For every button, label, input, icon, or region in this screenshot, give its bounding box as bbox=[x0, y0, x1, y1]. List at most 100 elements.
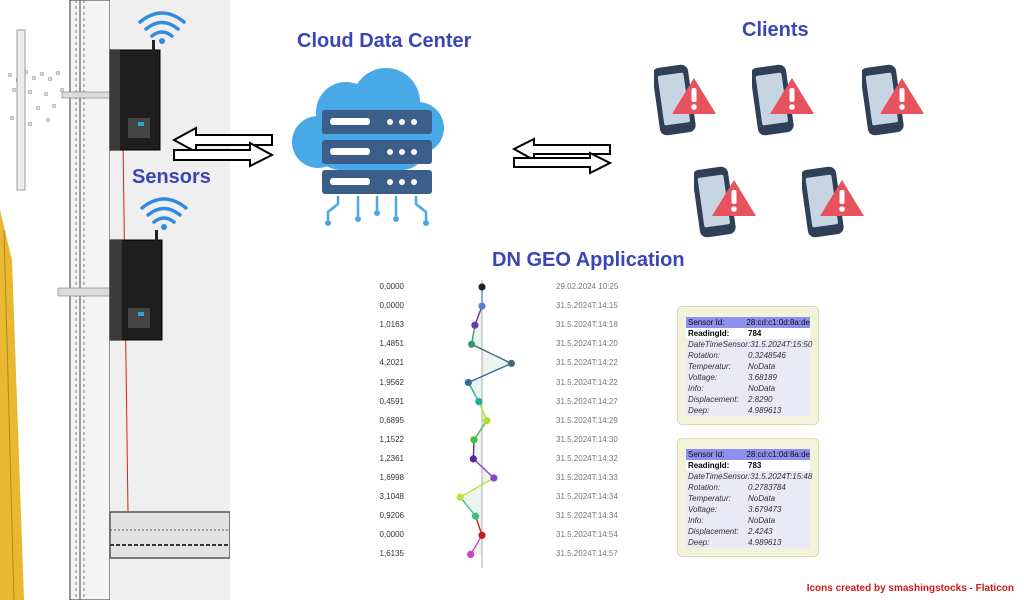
floor-slab bbox=[109, 511, 230, 559]
field-label: Info: bbox=[688, 516, 704, 525]
reading-value: 0,4591 bbox=[379, 396, 404, 406]
profile-point bbox=[456, 493, 464, 501]
cloud-title: Cloud Data Center bbox=[297, 30, 472, 52]
reading-value: 1,6998 bbox=[379, 473, 404, 482]
reading-value: 1,2361 bbox=[379, 453, 404, 463]
clients-title: Clients bbox=[742, 19, 809, 41]
field-label: Voltage: bbox=[688, 505, 718, 514]
field-label: Rotation: bbox=[688, 483, 721, 492]
field-value: 4.989613 bbox=[748, 406, 782, 415]
profile-point bbox=[478, 302, 486, 310]
field-value: NoData bbox=[748, 516, 776, 525]
field-value: 2.8290 bbox=[748, 395, 773, 404]
reading-time: 31.5.2024T:14:32 bbox=[556, 453, 618, 463]
server-rack bbox=[322, 110, 432, 194]
reading-time: 31.5.2024T:14:33 bbox=[556, 473, 618, 482]
reading-field-row: Displacement:2.4243 bbox=[686, 526, 810, 537]
field-value: NoData bbox=[748, 362, 776, 371]
field-value: 0.2783784 bbox=[748, 483, 786, 492]
profile-point bbox=[478, 283, 486, 291]
profile-point bbox=[490, 474, 498, 482]
field-value: 28:cd:c1:0d:8a:de bbox=[746, 450, 810, 459]
field-value: 784 bbox=[748, 329, 762, 338]
field-value: 3.68189 bbox=[748, 373, 777, 382]
field-value: NoData bbox=[748, 494, 776, 503]
reading-id-row: ReadingId: 783 bbox=[686, 460, 810, 471]
reading-time: 31.5.2024T:14:15 bbox=[556, 301, 618, 311]
wifi-icon bbox=[140, 197, 188, 224]
profile-point bbox=[471, 321, 479, 329]
reading-value: 0,0000 bbox=[379, 301, 404, 311]
sensor-device-2 bbox=[109, 230, 163, 341]
reading-value: 1,0163 bbox=[379, 320, 404, 330]
reading-time: 31.5.2024T:14:34 bbox=[556, 492, 618, 502]
profile-segment bbox=[472, 458, 495, 479]
profile-segment bbox=[459, 496, 477, 517]
reading-time: 31.5.2024T:14:18 bbox=[556, 320, 618, 330]
field-label: Displacement: bbox=[688, 527, 739, 536]
profile-point bbox=[483, 417, 491, 425]
field-label: Deep: bbox=[688, 406, 710, 415]
field-label: Info: bbox=[688, 384, 704, 393]
retaining-wall bbox=[69, 0, 111, 600]
reading-value: 1,1522 bbox=[379, 434, 404, 444]
field-label: Sensor Id: bbox=[688, 318, 725, 327]
reading-time: 31.5.2024T:14:57 bbox=[556, 549, 618, 559]
profile-segment bbox=[467, 382, 480, 402]
reading-value: 4,2021 bbox=[379, 358, 404, 368]
displacement-profile-plot bbox=[456, 280, 516, 568]
reading-field-row: Info: NoData bbox=[686, 515, 810, 526]
reading-value: 0,6895 bbox=[379, 415, 404, 425]
field-value: 3.679473 bbox=[748, 505, 782, 514]
profile-segment bbox=[471, 343, 512, 365]
profile-segment bbox=[468, 362, 512, 384]
reading-field-row: Rotation: 0.2783784 bbox=[686, 482, 810, 493]
client-phone-alert-icon bbox=[654, 63, 716, 137]
reading-time: 31.5.2024T:14:30 bbox=[556, 434, 618, 444]
field-label: Temperatur: bbox=[688, 494, 731, 503]
field-label: Rotation: bbox=[688, 351, 721, 360]
field-label: DateTimeSensor: bbox=[688, 340, 751, 349]
reading-time: 31.5.2024T:14:27 bbox=[556, 396, 618, 406]
field-label: Deep: bbox=[688, 538, 710, 547]
reading-field-row: Voltage: 3.679473 bbox=[686, 504, 810, 515]
field-label: ReadingId: bbox=[688, 461, 730, 470]
field-value: 4.989613 bbox=[748, 538, 782, 547]
profile-point bbox=[467, 550, 475, 558]
datetime-row: DateTimeSensor:31.5.2024T:15:50 bbox=[686, 339, 812, 350]
reading-time: 31.5.2024T:14:29 bbox=[556, 415, 618, 425]
profile-segment bbox=[473, 420, 488, 441]
datetime-row: DateTimeSensor:31.5.2024T:15:48 bbox=[686, 471, 812, 482]
profile-point bbox=[468, 340, 476, 348]
gravel-particles bbox=[7, 69, 65, 143]
field-value: 783 bbox=[748, 461, 762, 470]
sensor-id-row: Sensor Id: 28:cd:c1:0d:8a:de bbox=[686, 449, 810, 460]
profile-point bbox=[471, 512, 480, 520]
reading-value: 0,0000 bbox=[379, 530, 404, 540]
profile-point bbox=[507, 359, 516, 367]
sensor-installation-scene bbox=[0, 0, 230, 600]
reading-field-row: Displacement:2.8290 bbox=[686, 394, 810, 405]
profile-segment bbox=[459, 477, 495, 498]
survey-pole bbox=[16, 29, 26, 191]
reading-value: 3,1048 bbox=[379, 492, 404, 502]
reading-field-row: Rotation:0.3248546 bbox=[686, 350, 810, 361]
field-label: Sensor Id: bbox=[688, 450, 725, 459]
sensor-cloud-exchange-arrows bbox=[172, 126, 274, 168]
profile-point bbox=[475, 398, 483, 406]
anchor-bar bbox=[57, 287, 111, 297]
reading-field-row: Temperatur: NoData bbox=[686, 493, 810, 504]
reading-value: 1,4851 bbox=[379, 339, 404, 349]
reading-value: 0,0000 bbox=[379, 282, 404, 291]
client-phone-alert-icon bbox=[802, 165, 864, 239]
icon-credit: Icons created by smashingstocks - Flatic… bbox=[806, 583, 1014, 594]
reading-value: 1,6135 bbox=[379, 549, 404, 559]
field-label: Temperatur: bbox=[688, 362, 731, 371]
sensor-id-row: Sensor Id:28:cd:c1:0d:8a:de bbox=[686, 317, 810, 328]
reading-time: 31.5.2024T:14:20 bbox=[556, 339, 618, 349]
client-phone-alert-icon bbox=[694, 165, 756, 239]
client-phone-alert-icon bbox=[752, 63, 814, 137]
network-connectors bbox=[326, 196, 428, 220]
field-label: DateTimeSensor: bbox=[688, 472, 751, 481]
